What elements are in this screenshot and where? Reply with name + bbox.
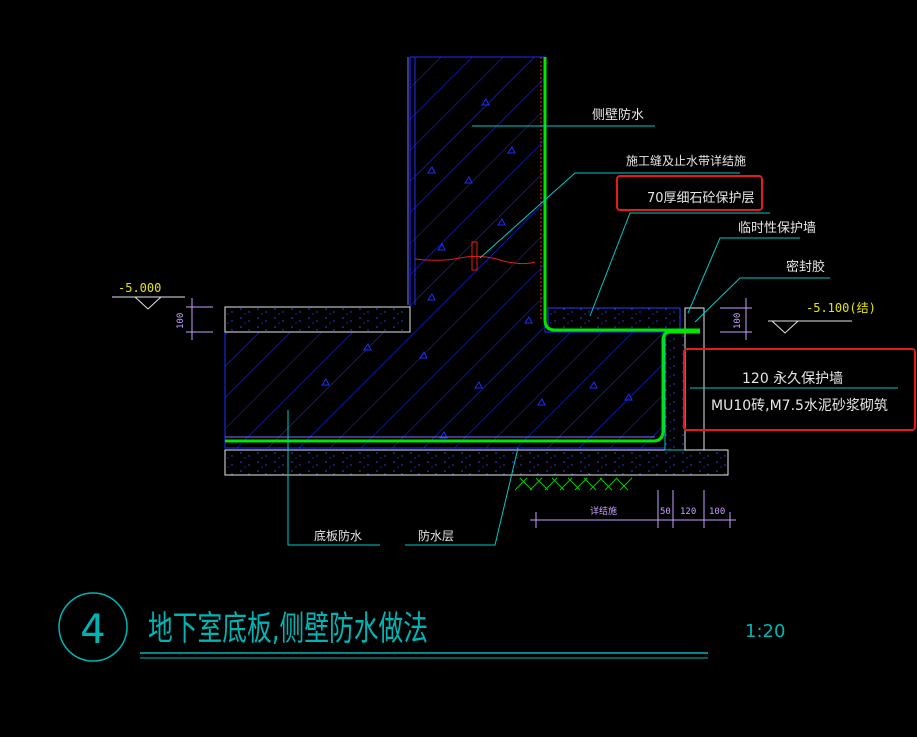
title-block: 4 地下室底板,侧壁防水做法 1:20 (58, 592, 785, 662)
drawing-scale: 1:20 (745, 621, 785, 642)
aggregate-marks (321, 98, 633, 439)
label-bottom-plate-waterproof: 底板防水 (314, 528, 362, 543)
construction-joint-line (414, 241, 536, 271)
label-temporary-protection-wall: 临时性保护墙 (738, 221, 816, 236)
dim-120: 120 (680, 507, 696, 517)
dim-detail: 详结施 (590, 505, 617, 517)
highlight-protection-layer (616, 175, 763, 211)
drawing-title: 地下室底板,侧壁防水做法 (148, 609, 428, 649)
ground-hatch (514, 477, 633, 491)
detail-number: 4 (80, 607, 105, 653)
elevation-right: -5.100(结) (806, 301, 876, 315)
leader-lines (287, 125, 898, 546)
waterproof-membrane (225, 57, 700, 443)
dimension-lines (186, 298, 752, 528)
dim-100-bottom: 100 (709, 507, 725, 517)
label-waterproof-layer: 防水层 (418, 528, 454, 543)
label-sealant: 密封胶 (786, 259, 825, 275)
highlight-permanent-wall (683, 348, 916, 431)
detail-number-circle (58, 592, 128, 662)
elevation-marks (112, 296, 852, 334)
elevation-left: -5.000 (118, 281, 161, 295)
concrete-layers (224, 306, 729, 476)
label-permanent-wall-line2: MU10砖,M7.5水泥砂浆砌筑 (711, 398, 888, 414)
label-permanent-wall-line1: 120 永久保护墙 (742, 371, 843, 387)
highlight-boxes (616, 175, 916, 431)
dim-100-right: 100 (733, 313, 743, 329)
dim-100-left: 100 (176, 313, 186, 329)
dim-50: 50 (660, 507, 671, 517)
label-construction-joint: 施工缝及止水带详结施 (626, 153, 746, 168)
label-side-wall-waterproof: 侧壁防水 (592, 107, 644, 123)
label-fine-concrete-protection: 70厚细石砼保护层 (647, 191, 755, 206)
